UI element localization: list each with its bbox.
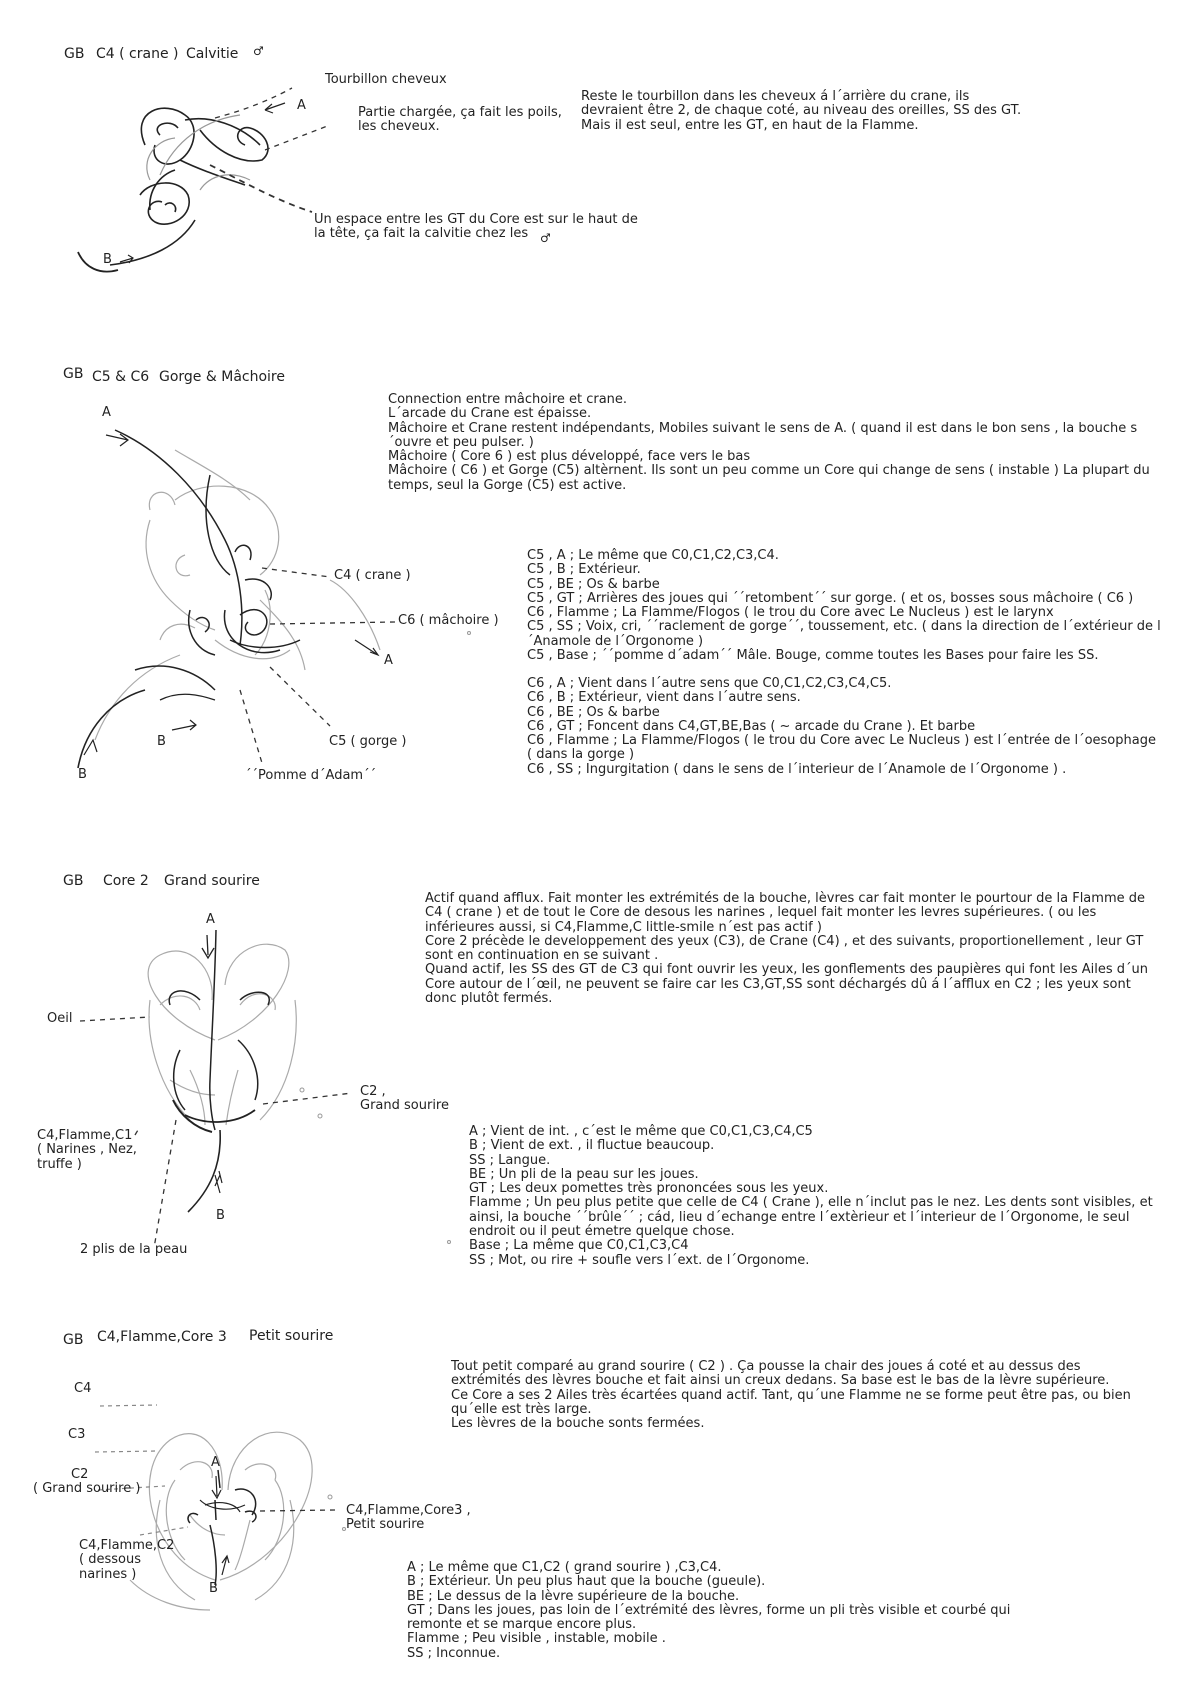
label-c4: C4 — [74, 1382, 91, 1397]
label-line: C2 — [33, 1468, 140, 1482]
intro-line: extrémités des lèvres bouche et fait ain… — [451, 1374, 1131, 1388]
label-line: ( dessous — [79, 1553, 174, 1567]
detail-line: B ; Extérieur. Un peu plus haut que la b… — [407, 1575, 1010, 1589]
label-line: ( Grand sourire ) — [33, 1482, 140, 1496]
intro-line: qu´elle est très large. — [451, 1403, 1131, 1417]
detail-line: Flamme ; Peu visible , instable, mobile … — [407, 1632, 1010, 1646]
label-c3: C3 — [68, 1428, 85, 1443]
section-details: A ; Le même que C1,C2 ( grand sourire ) … — [407, 1561, 1010, 1661]
label-line: narines ) — [79, 1568, 174, 1582]
label-line: C4,Flamme,Core3 , — [346, 1504, 471, 1518]
detail-line: A ; Le même que C1,C2 ( grand sourire ) … — [407, 1561, 1010, 1575]
label-c4-flamme-c2: C4,Flamme,C2 ( dessous narines ) — [79, 1539, 174, 1582]
detail-line: remonte et se marque encore plus. — [407, 1618, 1010, 1632]
intro-line: Les lèvres de la bouche sonts fermées. — [451, 1417, 1131, 1431]
section-intro: Tout petit comparé au grand sourire ( C2… — [451, 1360, 1131, 1431]
label-c2-grand-sourire: C2 ( Grand sourire ) — [33, 1468, 140, 1497]
label-line: Petit sourire — [346, 1518, 471, 1532]
petit-sourire-sketch — [0, 0, 700, 1697]
detail-line: SS ; Inconnue. — [407, 1647, 1010, 1661]
label-core3-petit-sourire: C4,Flamme,Core3 , Petit sourire — [346, 1504, 471, 1533]
detail-line: GT ; Dans les joues, pas loin de l´extré… — [407, 1604, 1010, 1618]
intro-line: Ce Core a ses 2 Ailes très écartées quan… — [451, 1389, 1131, 1403]
intro-line: Tout petit comparé au grand sourire ( C2… — [451, 1360, 1131, 1374]
label-a: A — [211, 1456, 220, 1471]
label-line: C4,Flamme,C2 — [79, 1539, 174, 1553]
detail-line: BE ; Le dessus de la lèvre supérieure de… — [407, 1590, 1010, 1604]
label-b: B — [209, 1582, 218, 1597]
